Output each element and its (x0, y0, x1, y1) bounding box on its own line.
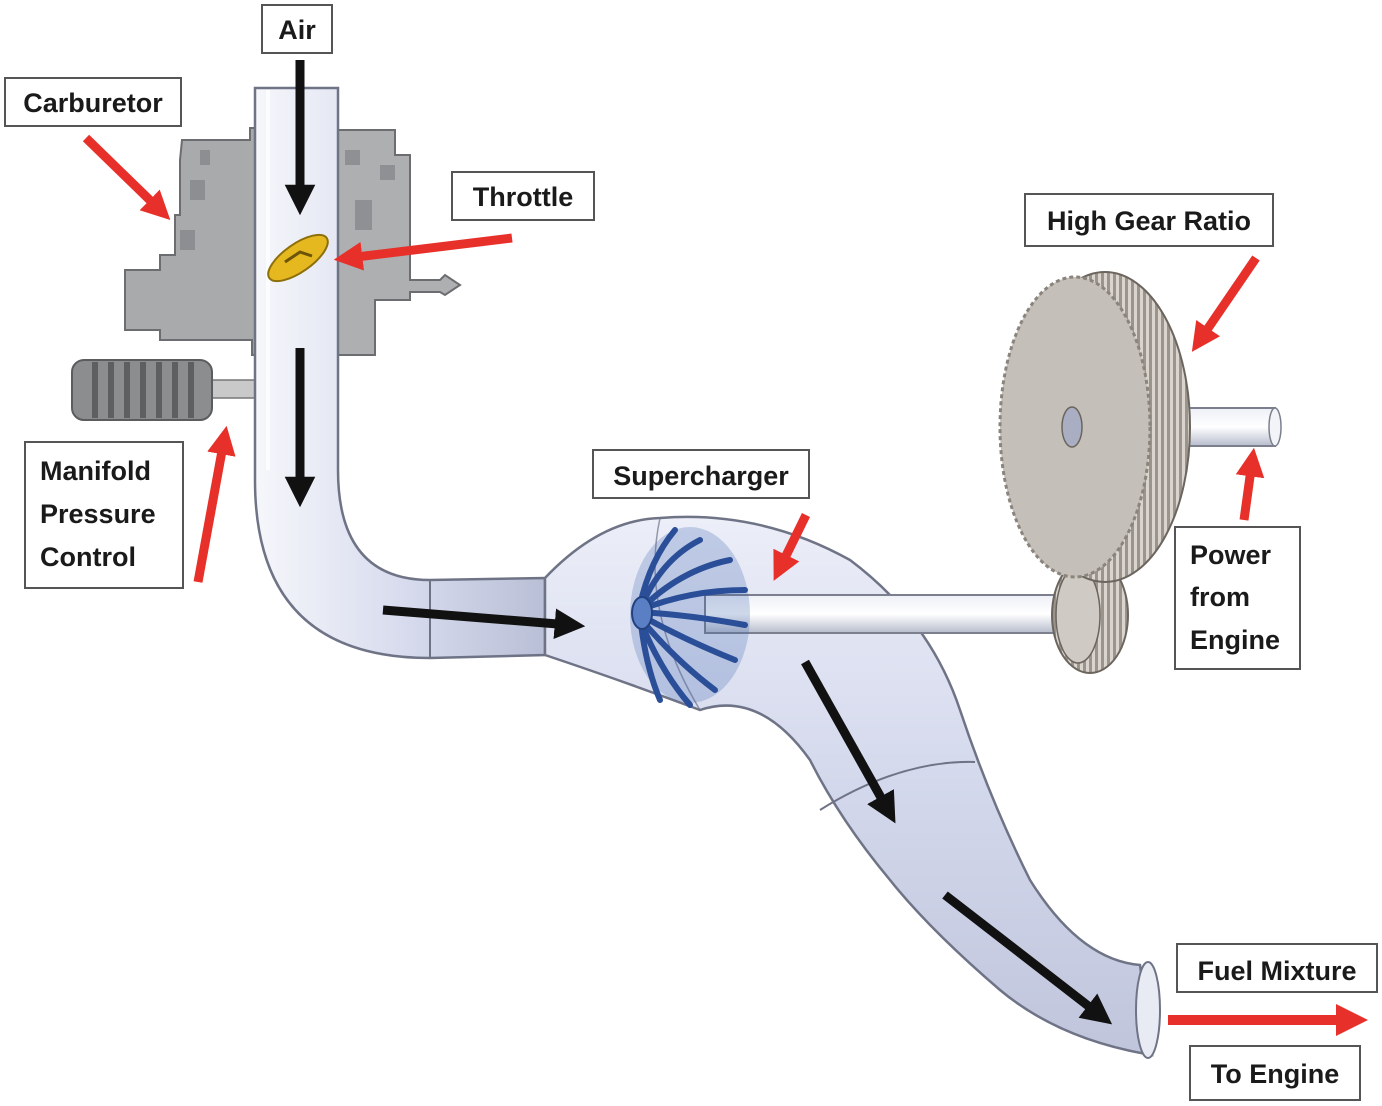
label-carburetor-text: Carburetor (23, 88, 163, 118)
label-air: Air (261, 4, 333, 54)
label-throttle: Throttle (451, 171, 595, 221)
label-power-line3: Engine (1190, 625, 1280, 655)
label-manifold-line1: Manifold (40, 456, 151, 486)
label-to-engine-text: To Engine (1211, 1059, 1340, 1089)
airflow-arrows (284, 60, 1113, 1025)
throttle-callout-arrow (333, 233, 513, 271)
label-fuel-mixture-text: Fuel Mixture (1197, 956, 1356, 986)
carburetor-callout-arrow (82, 134, 171, 221)
small-gear-icon (1051, 556, 1129, 674)
drive-shaft-icon (704, 407, 1282, 634)
label-power-line1: Power (1190, 540, 1272, 570)
gear-callout-arrow (1191, 255, 1260, 352)
callout-arrows (82, 134, 1369, 1037)
manifold-callout-arrow (193, 425, 236, 583)
label-fuel-mixture: Fuel Mixture (1176, 943, 1378, 993)
manifold-pressure-bellows-icon (71, 359, 271, 421)
flow-arrow-outlet-1 (801, 659, 896, 824)
label-carburetor: Carburetor (4, 77, 182, 127)
label-manifold-pressure-control: Manifold Pressure Control (24, 441, 184, 589)
intake-duct (253, 86, 547, 660)
supercharger-callout-arrow (773, 513, 811, 581)
label-manifold-line2: Pressure (40, 499, 156, 529)
flow-arrow-to-supercharger (382, 605, 586, 640)
large-gear-icon (998, 271, 1191, 583)
impeller-icon (630, 527, 750, 708)
label-power-from-engine: Power from Engine (1174, 526, 1301, 670)
throttle-plate-icon (267, 233, 329, 283)
label-to-engine: To Engine (1189, 1045, 1361, 1101)
power-callout-arrow (1235, 447, 1265, 521)
carburetor-body-icon (124, 127, 462, 356)
label-throttle-text: Throttle (473, 182, 574, 212)
label-air-text: Air (278, 15, 316, 45)
label-power-line2: from (1190, 582, 1250, 612)
label-high-gear-ratio-text: High Gear Ratio (1047, 206, 1251, 236)
label-supercharger-text: Supercharger (613, 461, 789, 491)
label-supercharger: Supercharger (592, 449, 810, 499)
flow-arrow-outlet-2 (942, 891, 1113, 1025)
label-high-gear-ratio: High Gear Ratio (1024, 193, 1274, 247)
label-manifold-line3: Control (40, 542, 136, 572)
